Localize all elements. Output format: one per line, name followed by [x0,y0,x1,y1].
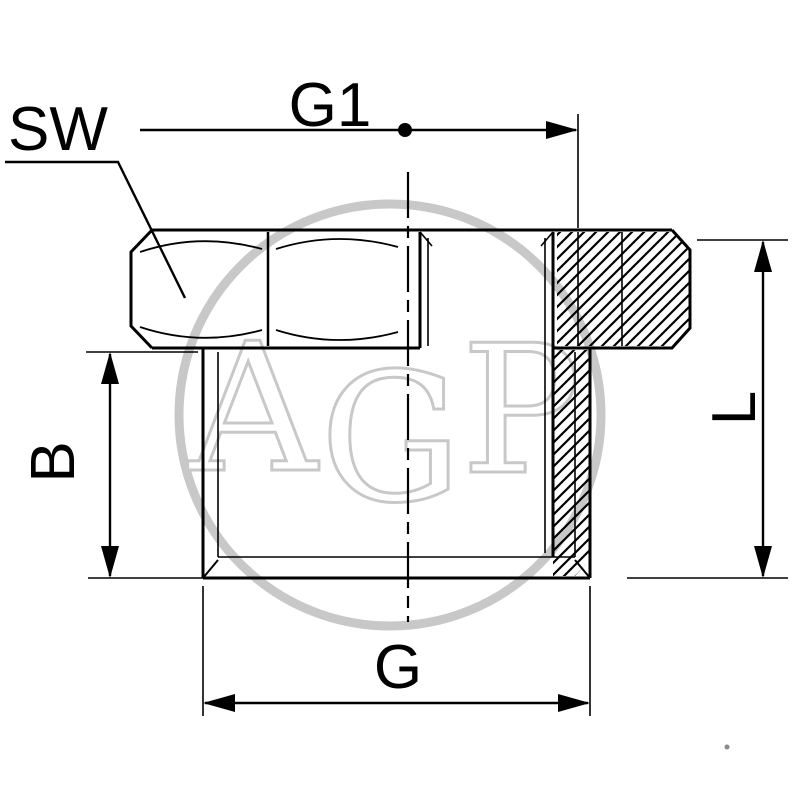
bottom-chamfer-left [202,559,219,579]
watermark-letter-g: G [320,335,462,542]
g1-reference-dot [398,123,412,137]
g-dimension: G [202,586,591,716]
g-label: G [374,633,422,702]
section-hatch [553,232,690,576]
sw-leader-line [5,160,187,299]
bore-chamfer-right [540,231,554,247]
hex-chamfer-arc [139,240,263,253]
female-thread-bore [418,231,555,557]
flange-section [553,228,692,350]
g-arrowhead-left [203,694,235,712]
l-label: L [700,391,769,425]
l-arrowhead-bottom [754,546,772,578]
b-arrowhead-bottom [101,546,119,578]
bottom-chamfer-right [574,559,591,579]
stray-dot [724,744,730,750]
b-arrowhead-top [101,352,119,384]
male-thread-body [201,348,592,580]
hex-chamfer-arc [139,326,263,339]
watermark-ring [174,199,606,631]
sw-label: SW [8,95,108,164]
bore-chamfer-left [419,231,433,247]
wall-hatch-area [553,350,590,576]
flange-hatch-area [557,232,690,346]
hex-head [129,228,672,350]
b-dimension: B [19,351,203,579]
dimensions: G1 SW B L [5,71,788,716]
hex-chamfer-arc [275,238,399,250]
part-outline [129,228,692,580]
hex-chamfer-arc [275,329,399,341]
g-arrowhead-right [558,694,590,712]
flange-outline [553,228,692,350]
b-label: B [19,441,88,482]
g1-arrowhead [546,121,578,139]
l-dimension: L [627,239,788,579]
g1-dimension: G1 [140,71,579,228]
sw-callout: SW [5,95,187,299]
g1-label: G1 [289,71,372,140]
l-arrowhead-top [754,240,772,272]
hex-left-profile [129,228,154,350]
watermark-letter-a: A [187,305,320,512]
